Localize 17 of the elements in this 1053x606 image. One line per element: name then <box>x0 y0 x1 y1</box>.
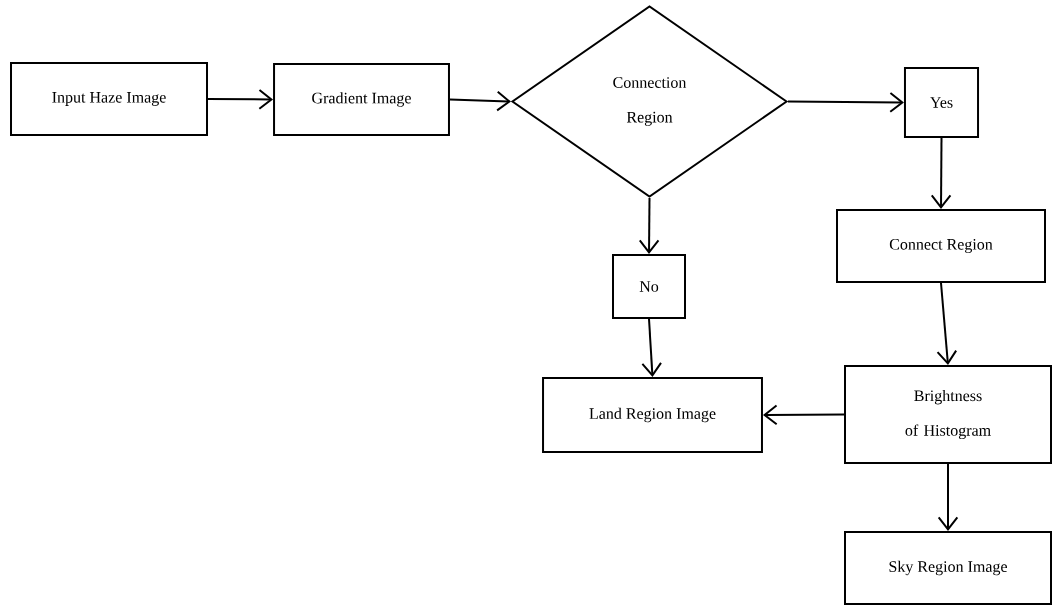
arrow <box>930 137 952 209</box>
arrow <box>448 90 512 112</box>
arrow <box>207 89 274 110</box>
process-box: Input Haze Image <box>10 62 208 136</box>
arrow <box>762 404 845 426</box>
arrow <box>786 92 904 113</box>
process-box: No <box>612 254 686 319</box>
process-box: Brightness of Histogram <box>844 364 1052 465</box>
arrow <box>638 196 660 255</box>
process-box: Land Region Image <box>542 377 763 453</box>
arrow <box>936 282 958 365</box>
process-box: Connect Region <box>836 209 1046 283</box>
process-box: Gradient Image <box>273 63 450 136</box>
process-box: Sky Region Image <box>844 531 1052 605</box>
process-box: Yes <box>903 66 980 139</box>
arrow <box>641 317 662 377</box>
arrow <box>937 463 959 531</box>
